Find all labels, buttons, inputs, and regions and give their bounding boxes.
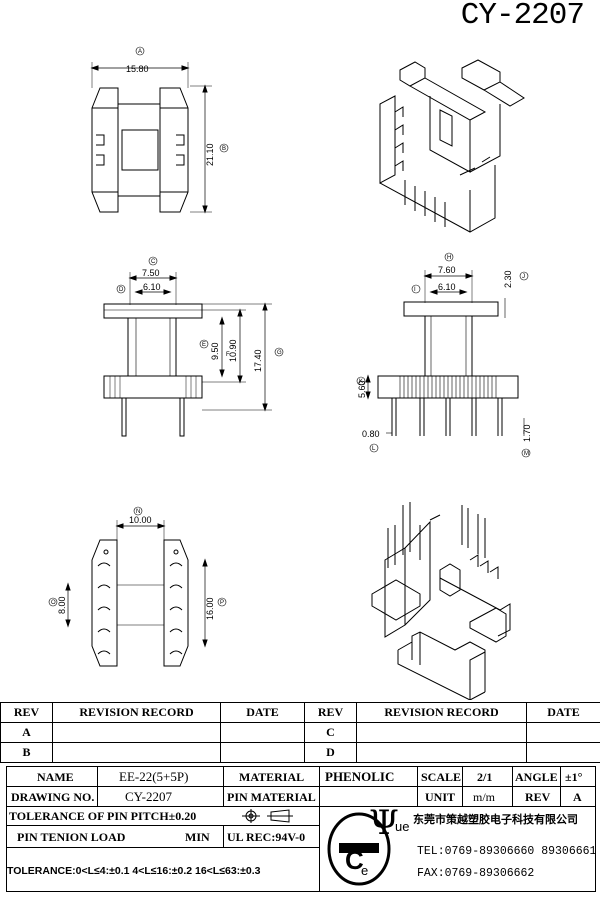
revision-record-cell <box>356 742 527 763</box>
date-cell <box>526 742 600 763</box>
scale-label: SCALE <box>421 770 462 784</box>
dim-6-10: 6.10 <box>143 282 161 292</box>
pin-tension-value: MIN <box>185 830 210 844</box>
label-j: J <box>522 274 525 280</box>
rev-c: C <box>304 722 357 743</box>
dim-21-10: 21.10 <box>205 143 215 166</box>
angle-label: ANGLE <box>515 770 558 784</box>
company-name: 东莞市策越塑胶电子科技有限公司 <box>413 813 578 826</box>
dim-10-00: 10.00 <box>129 515 152 525</box>
date-header-2: DATE <box>526 702 600 723</box>
dim-15-80: 15.80 <box>126 64 149 74</box>
material-label: MATERIAL <box>239 770 305 784</box>
revision-header-row: REV REVISION RECORD DATE REV REVISION RE… <box>0 702 600 723</box>
revision-record-cell <box>52 722 221 743</box>
pitch-tolerance: TOLERANCE OF PIN PITCH±0.20 <box>9 809 197 823</box>
label-g: G <box>277 350 282 356</box>
rev-a: A <box>0 722 53 743</box>
dim-6-10-side: 6.10 <box>438 282 456 292</box>
dim-5-60: 5.60 <box>357 380 367 398</box>
label-e: E <box>202 342 206 348</box>
rev-value: A <box>573 790 582 804</box>
dim-7-50: 7.50 <box>142 268 160 278</box>
technical-drawing: CY-2207 15.80 A 21.10 B <box>48 0 585 700</box>
iso-view-bottom <box>371 502 511 700</box>
revision-table: REV REVISION RECORD DATE REV REVISION RE… <box>0 702 600 763</box>
side-view: 7.60 H 6.10 I 2.30 J 5.60 <box>356 252 532 458</box>
revision-row: A C <box>0 722 600 743</box>
label-i: I <box>414 287 416 293</box>
label-f: F <box>226 352 230 358</box>
label-d: D <box>119 287 124 293</box>
label-c: C <box>151 259 156 265</box>
label-n: N <box>136 509 140 515</box>
label-a: A <box>138 49 142 55</box>
label-o: O <box>51 600 56 606</box>
tolerance-line: TOLERANCE:0<L≤4:±0.1 4<L≤16:±0.2 16<L≤63… <box>7 865 261 877</box>
pin-material-label: PIN MATERIAL <box>227 790 316 804</box>
company-logo: Ψ ue C e <box>325 803 415 889</box>
company-fax: FAX:0769-89306662 <box>417 867 535 880</box>
rev-header-2: REV <box>304 702 357 723</box>
dim-0-80: 0.80 <box>362 429 380 439</box>
label-h: H <box>447 255 451 261</box>
dim-7-60: 7.60 <box>438 265 456 275</box>
logo-ue: ue <box>395 819 410 834</box>
label-p: P <box>220 600 224 606</box>
revision-record-cell <box>52 742 221 763</box>
title-block: NAME EE-22(5+5P) MATERIAL PHENOLIC SCALE… <box>6 766 596 892</box>
rev-b: B <box>0 742 53 763</box>
label-m: M <box>524 451 529 457</box>
dim-9-50: 9.50 <box>210 342 220 360</box>
logo-psi: Ψ <box>369 803 399 843</box>
revision-row: B D <box>0 742 600 763</box>
dim-16-00: 16.00 <box>205 597 215 620</box>
drawing-title: CY-2207 <box>460 0 585 33</box>
dim-17-40: 17.40 <box>253 349 263 372</box>
drawing-no-value: CY-2207 <box>125 789 172 804</box>
revision-record-header: REVISION RECORD <box>52 702 221 723</box>
unit-label: UNIT <box>425 790 456 804</box>
unit-value: m/m <box>473 790 496 804</box>
date-cell <box>220 742 305 763</box>
revision-record-cell <box>356 722 527 743</box>
name-label: NAME <box>37 770 74 784</box>
front-view: 7.50 C 6.10 D 9.50 E <box>103 256 284 437</box>
drawing-canvas: 15.80 A 21.10 B <box>48 46 532 700</box>
material-value: PHENOLIC <box>325 769 395 784</box>
dim-10-90: 10.90 <box>228 339 238 362</box>
label-b: B <box>222 146 226 152</box>
projection-symbol-icon <box>242 809 293 823</box>
bottom-view: 10.00 N 8.00 O 16.00 P <box>48 506 227 667</box>
company-tel: TEL:0769-89306660 89306661 <box>417 845 597 858</box>
rev-d: D <box>304 742 357 763</box>
date-header: DATE <box>220 702 305 723</box>
date-cell <box>220 722 305 743</box>
logo-e: e <box>361 863 369 878</box>
rev-header: REV <box>0 702 53 723</box>
ul-rec: UL REC:94V-0 <box>227 830 306 844</box>
top-view: 15.80 A 21.10 B <box>90 46 229 214</box>
scale-value: 2/1 <box>477 770 493 784</box>
pin-tension-label: PIN TENION LOAD <box>17 830 126 844</box>
iso-view-top <box>379 59 525 233</box>
drawing-no-label: DRAWING NO. <box>11 790 95 804</box>
dim-2-30: 2.30 <box>503 270 513 288</box>
label-l: L <box>372 446 376 452</box>
angle-value: ±1° <box>565 770 583 784</box>
logo-c: C <box>345 845 364 875</box>
name-value: EE-22(5+5P) <box>119 769 189 784</box>
rev-label: REV <box>525 790 551 804</box>
label-k: K <box>359 379 363 385</box>
dim-1-70: 1.70 <box>522 424 532 442</box>
date-cell <box>526 722 600 743</box>
revision-record-header-2: REVISION RECORD <box>356 702 527 723</box>
dim-8-00: 8.00 <box>57 596 67 614</box>
